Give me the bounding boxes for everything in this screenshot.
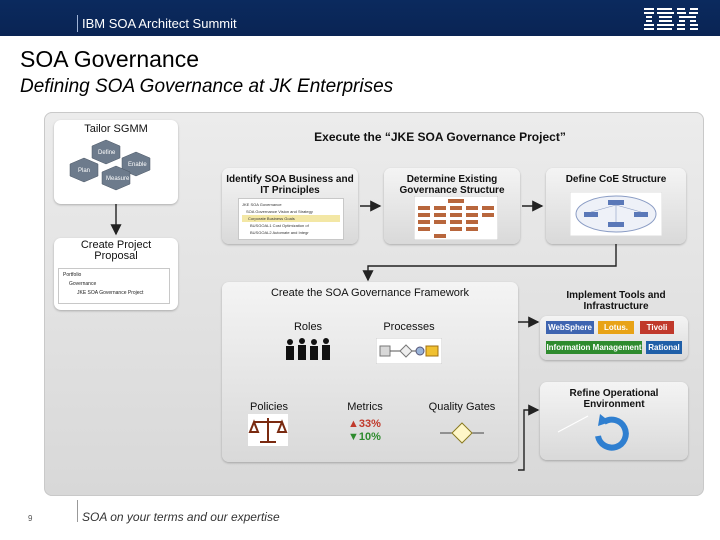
roles-label: Roles — [293, 321, 323, 333]
determine-structure-label: Determine Existing Governance Structure — [399, 174, 505, 196]
metrics-label: Metrics — [347, 401, 383, 413]
coe-diagram-thumbnail — [570, 192, 662, 236]
proposal-tree-item: Portfolio — [63, 272, 82, 278]
up-arrow-icon: ▲ — [348, 418, 359, 430]
identify-tree-item: BUSGOAL1 Cost Optimization of — [250, 223, 309, 228]
roles-people-icon — [286, 338, 330, 360]
proposal-tree-item: JKE SOA Governance Project — [77, 290, 144, 296]
header-bar: IBM SOA Architect Summit — [0, 0, 720, 36]
information-management-badge: Information Management — [546, 341, 642, 354]
ibm-logo-icon — [644, 8, 698, 30]
identify-tree-item: JKE SOA Governance — [242, 202, 282, 207]
metric-down-text: 10% — [358, 431, 381, 443]
define-coe-label: Define CoE Structure — [565, 174, 667, 185]
websphere-badge: WebSphere — [546, 321, 594, 334]
sgmm-hexagon-icon: Define Enable Plan Measure — [69, 139, 151, 191]
tailor-sgmm-label: Tailor SGMM — [84, 123, 148, 135]
quality-gate-icon — [440, 422, 484, 444]
metric-up-value: ▲33% — [348, 418, 381, 430]
identify-tree-item: Corporate Business Goals — [242, 215, 340, 222]
implement-tools-label: Implement Tools and Infrastructure — [566, 290, 666, 312]
metric-up-text: 33% — [358, 418, 381, 430]
processes-label: Processes — [383, 321, 435, 333]
quality-gates-label: Quality Gates — [428, 401, 496, 413]
identify-tree-item: BUSGOAL2 Automate and Integr — [250, 230, 309, 235]
governance-framework-label: Create the SOA Governance Framework — [270, 287, 470, 299]
identify-principles-label: Identify SOA Business and IT Principles — [226, 174, 354, 196]
refine-environment-label: Refine Operational Environment — [569, 388, 659, 410]
policies-label: Policies — [250, 401, 288, 413]
metric-down-value: ▼10% — [348, 431, 381, 443]
org-chart-thumbnail — [414, 196, 498, 240]
header-divider — [77, 15, 78, 32]
page-number: 9 — [28, 514, 33, 523]
down-arrow-icon: ▼ — [348, 431, 359, 443]
hex-label-enable: Enable — [128, 162, 147, 168]
footer-divider — [77, 500, 78, 522]
proposal-tree-thumbnail: Portfolio Governance JKE SOA Governance … — [58, 268, 170, 304]
rational-badge: Rational — [646, 341, 682, 354]
process-flow-icon — [376, 338, 442, 364]
page-title: SOA Governance — [20, 46, 199, 72]
identify-tree-item: SOA Governance Vision and Strategy — [246, 209, 313, 214]
lotus-badge: Lotus. — [598, 321, 634, 334]
execute-project-label: Execute the “JKE SOA Governance Project” — [314, 130, 566, 144]
hex-label-measure: Measure — [106, 176, 130, 182]
refresh-cycle-icon — [595, 414, 629, 451]
tivoli-badge: Tivoli — [640, 321, 674, 334]
page-subtitle: Defining SOA Governance at JK Enterprise… — [20, 76, 394, 97]
hex-label-plan: Plan — [78, 168, 90, 174]
event-title: IBM SOA Architect Summit — [82, 16, 237, 31]
proposal-tree-item: Governance — [69, 281, 97, 287]
create-proposal-label: Create Project Proposal — [80, 239, 152, 262]
identify-tree-thumbnail: JKE SOA Governance SOA Governance Vision… — [238, 198, 344, 240]
scales-of-justice-icon — [248, 414, 288, 446]
hex-label-define: Define — [98, 150, 116, 156]
footer-tagline: SOA on your terms and our expertise — [82, 510, 280, 524]
